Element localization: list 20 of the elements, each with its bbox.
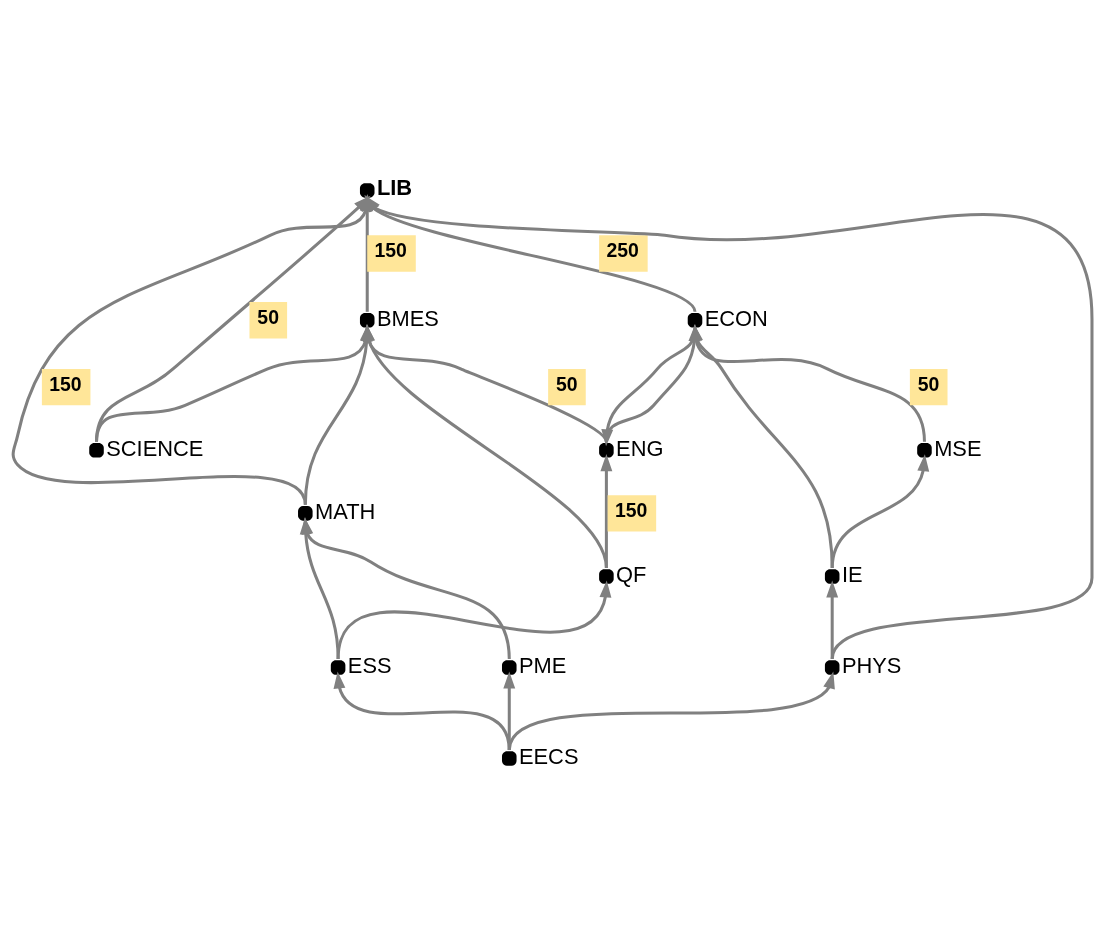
node-label: LIB <box>376 174 413 200</box>
node-label: PME <box>518 652 567 678</box>
edge-label: 250 <box>606 238 639 261</box>
node-label: MSE <box>934 435 982 461</box>
node-label: ENG <box>616 435 664 461</box>
edge-label: 150 <box>614 498 648 521</box>
node-label: QF <box>616 561 647 587</box>
node-label: PHYS <box>841 652 902 678</box>
edge-label: 150 <box>49 372 82 395</box>
node-label: EECS <box>518 743 579 769</box>
node-label: MATH <box>315 498 376 524</box>
node-label: ECON <box>704 305 768 331</box>
edge-label: 50 <box>917 372 940 395</box>
edge-label: 50 <box>257 305 279 328</box>
node-label: ESS <box>347 652 392 678</box>
edge-label: 150 <box>374 238 407 261</box>
edge-label: 50 <box>556 372 578 395</box>
node-label: SCIENCE <box>106 435 204 461</box>
node-label: BMES <box>376 305 439 331</box>
node-label: IE <box>841 561 863 587</box>
